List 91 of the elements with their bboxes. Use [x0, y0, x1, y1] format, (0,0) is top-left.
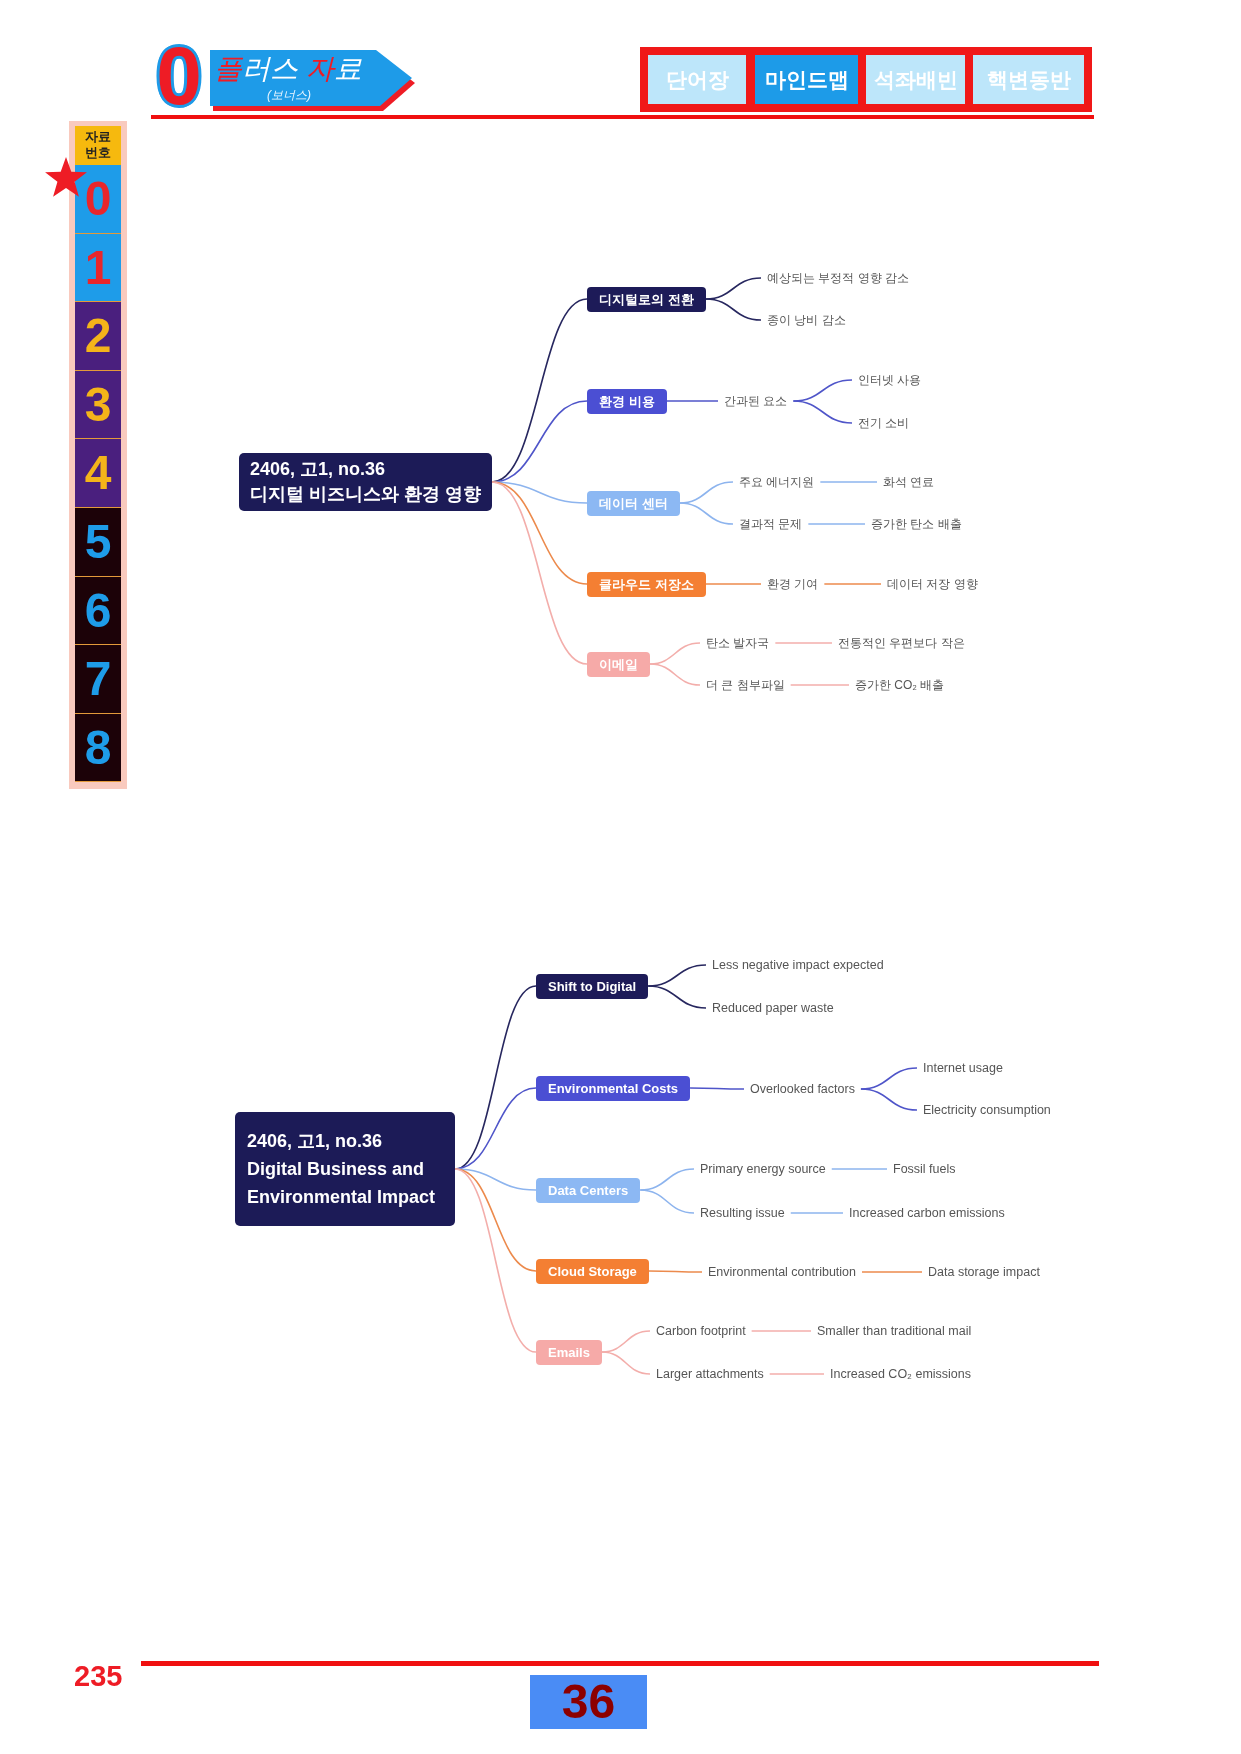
branch-topic: Emails [536, 1339, 602, 1365]
branch-line [454, 1168, 537, 1272]
subtopic-text: Increased CO₂ emissions [824, 1366, 977, 1382]
subtopic-text: 데이터 저장 영향 [881, 576, 984, 592]
branch-line [678, 502, 734, 525]
index-tab: 4 [75, 439, 121, 508]
branch-line [649, 663, 701, 686]
branch-line [648, 1270, 703, 1273]
branch-topic: Cloud Storage [536, 1258, 649, 1284]
subtopic-text: 탄소 발자국 [700, 635, 776, 651]
branch-line [861, 1271, 923, 1273]
branch-line [768, 1373, 825, 1375]
branch-line [704, 298, 762, 321]
branch-topic: 디지털로의 전환 [587, 286, 706, 312]
branch-line [819, 481, 878, 483]
branch-line [601, 1351, 651, 1375]
branch-topic: 이메일 [587, 651, 650, 677]
subtopic-text: Reduced paper waste [706, 1000, 840, 1016]
index-heading: 자료 번호 [75, 126, 121, 165]
subtopic-text: 증가한 탄소 배출 [865, 516, 968, 532]
subtopic-text: Resulting issue [694, 1205, 791, 1221]
branch-line [830, 1168, 888, 1170]
subtopic-text: Data storage impact [922, 1264, 1046, 1280]
index-tab: 7 [75, 645, 121, 714]
index-tab: 8 [75, 713, 121, 783]
branch-line [704, 583, 762, 585]
branch-line [491, 481, 588, 665]
branch-line [789, 1212, 844, 1214]
subtopic-text: Overlooked factors [744, 1081, 861, 1097]
branch-topic: 클라우드 저장소 [587, 571, 706, 597]
root-topic [235, 1112, 455, 1226]
root-topic [239, 453, 492, 511]
subtopic-text: 화석 연료 [877, 474, 941, 490]
subtopic-text: 주요 에너지원 [733, 474, 821, 490]
branch-topic: Environmental Costs [536, 1075, 691, 1101]
subtopic-text: Smaller than traditional mail [811, 1323, 978, 1339]
index-tab: 5 [75, 508, 121, 577]
index-tab: 6 [75, 576, 121, 646]
branch-line [792, 400, 853, 424]
branch-line [789, 684, 850, 686]
branch-topic: 환경 비용 [587, 388, 667, 414]
branch-line [647, 985, 707, 1009]
branch-line [491, 481, 588, 585]
branch-line [860, 1088, 918, 1111]
subtopic-text: Increased carbon emissions [843, 1205, 1011, 1221]
subtopic-text: Carbon footprint [650, 1323, 752, 1339]
subtopic-text: Electricity consumption [917, 1102, 1057, 1118]
subtopic-text: 종이 낭비 감소 [761, 312, 852, 328]
subtopic-text: 환경 기여 [761, 576, 825, 592]
page-number: 235 [74, 1659, 124, 1693]
branch-line [454, 1168, 537, 1353]
topic-title: Digital Business and Environmental Impact [247, 1158, 437, 1209]
subtopic-text: 전통적인 우편보다 작은 [832, 635, 971, 651]
subtopic-text: 예상되는 부정적 영향 감소 [761, 270, 915, 286]
subtopic-text: 전기 소비 [852, 415, 916, 431]
subtopic-text: 증가한 CO₂ 배출 [849, 677, 951, 693]
branch-line [807, 523, 866, 525]
topic-code: 2406, 고1, no.36 [247, 1130, 384, 1153]
branch-line [750, 1330, 812, 1332]
branch-line [823, 583, 882, 585]
subtopic-text: Fossil fuels [887, 1161, 962, 1177]
subtopic-text: 인터넷 사용 [852, 372, 928, 388]
subtopic-text: 결과적 문제 [733, 516, 809, 532]
topic-title: 디지털 비즈니스와 환경 영향 [250, 483, 481, 506]
tab: 마인드맵 [755, 55, 858, 104]
subtopic-text: Less negative impact expected [706, 957, 890, 973]
section-number: 0 [155, 40, 203, 112]
topic-code: 2406, 고1, no.36 [250, 458, 387, 481]
subtopic-text: Primary energy source [694, 1161, 832, 1177]
tab: 핵변동반 [973, 55, 1084, 104]
index-tab: 1 [75, 233, 121, 303]
index-tab: 3 [75, 370, 121, 440]
tab: 석좌배빈 [866, 55, 965, 104]
index-tab: 2 [75, 302, 121, 371]
branch-line [774, 642, 833, 644]
subtopic-text: 간과된 요소 [718, 393, 794, 409]
subtopic-text: 더 큰 첨부파일 [700, 677, 791, 693]
page-number: 36 [530, 1675, 647, 1729]
index-tab: 0 [75, 165, 121, 234]
branch-line [689, 1087, 745, 1090]
branch-topic: Shift to Digital [536, 973, 649, 999]
branch-line [639, 1189, 695, 1214]
branch-line [665, 400, 719, 402]
subtopic-text: Larger attachments [650, 1366, 770, 1382]
banner-title: 플러스 자료 [214, 52, 363, 86]
branch-topic: 데이터 센터 [587, 490, 680, 516]
branch-topic: Data Centers [536, 1177, 641, 1203]
tab: 단어장 [648, 55, 746, 104]
subtopic-text: Environmental contribution [702, 1264, 862, 1280]
subtopic-text: Internet usage [917, 1060, 1009, 1076]
banner-subtitle: (보너스) [266, 87, 312, 103]
